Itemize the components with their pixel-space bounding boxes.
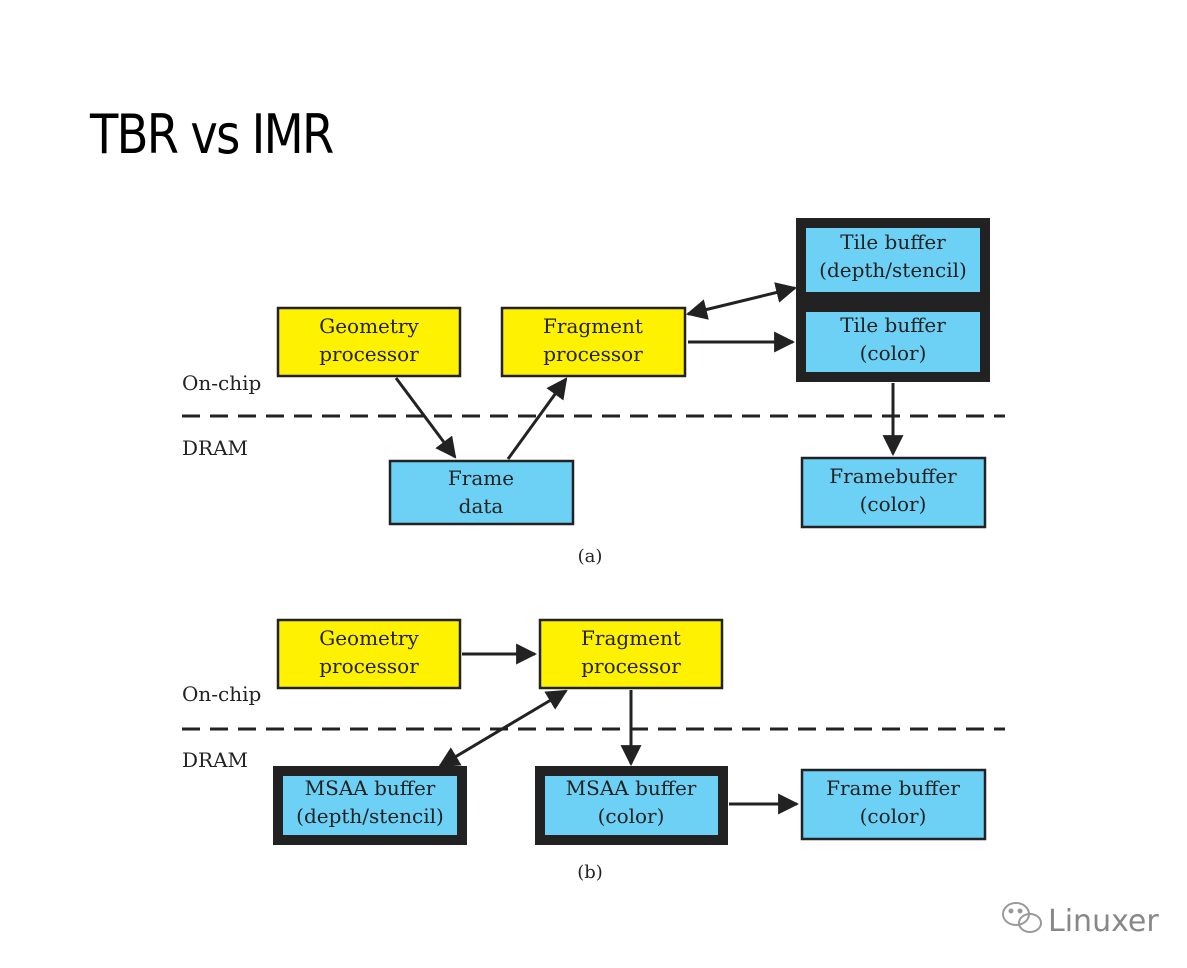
arrow-fragment-tile-depth [685, 282, 798, 320]
framebuffer-line2: (color) [860, 492, 927, 516]
arrow-geometry-to-frame-data [394, 377, 457, 459]
fragment-processor-b-line1: Fragment [581, 626, 681, 650]
msaa-depth-line2: (depth/stencil) [296, 804, 444, 828]
frame-data-line1: Frame [448, 466, 514, 490]
caption-a: (a) [578, 546, 603, 567]
frame-buffer-b-line2: (color) [860, 804, 927, 828]
geometry-processor-line2: processor [319, 342, 419, 366]
geometry-processor-box-a: Geometry processor [276, 306, 462, 378]
dram-label-a: DRAM [182, 436, 248, 460]
geometry-processor-b-line2: processor [319, 654, 419, 678]
geometry-processor-line1: Geometry [319, 314, 419, 338]
watermark: Linuxer [1002, 902, 1159, 939]
fragment-processor-line2: processor [543, 342, 643, 366]
framebuffer-box-a: Framebuffer (color) [800, 456, 987, 529]
frame-data-box: Frame data [388, 459, 575, 526]
wechat-icon [1002, 902, 1042, 933]
fragment-processor-b-line2: processor [581, 654, 681, 678]
msaa-color-box: MSAA buffer (color) [535, 766, 728, 845]
fragment-processor-line1: Fragment [543, 314, 643, 338]
arrow-frame-data-to-fragment [506, 377, 568, 460]
diagram-b: On-chip DRAM Geometry processor Fragment… [182, 618, 1005, 883]
fragment-processor-box-b: Fragment processor [538, 618, 724, 690]
msaa-depth-box: MSAA buffer (depth/stencil) [273, 766, 467, 845]
tile-buffer-color-line2: (color) [860, 341, 927, 365]
on-chip-label-a: On-chip [182, 371, 261, 395]
msaa-color-line1: MSAA buffer [566, 776, 697, 800]
tile-buffer-color-box: Tile buffer (color) [796, 302, 990, 382]
caption-b: (b) [577, 862, 603, 883]
geometry-processor-b-line1: Geometry [319, 626, 419, 650]
tile-buffer-color-line1: Tile buffer [840, 313, 946, 337]
msaa-depth-line1: MSAA buffer [305, 776, 436, 800]
arrow-fragment-msaa-depth [438, 689, 568, 768]
tile-buffer-depth-box: Tile buffer (depth/stencil) [796, 218, 990, 302]
diagram-a: On-chip DRAM Geometry processor Fragment… [182, 218, 1005, 567]
frame-buffer-box-b: Frame buffer (color) [800, 768, 987, 841]
tile-buffer-depth-line1: Tile buffer [840, 230, 946, 254]
on-chip-label-b: On-chip [182, 682, 261, 706]
msaa-color-line2: (color) [598, 804, 665, 828]
framebuffer-line1: Framebuffer [829, 464, 957, 488]
watermark-text: Linuxer [1048, 904, 1159, 939]
frame-data-line2: data [459, 494, 504, 518]
geometry-processor-box-b: Geometry processor [276, 618, 462, 690]
fragment-processor-box-a: Fragment processor [500, 306, 687, 378]
dram-label-b: DRAM [182, 748, 248, 772]
frame-buffer-b-line1: Frame buffer [826, 776, 960, 800]
tile-buffer-depth-line2: (depth/stencil) [819, 258, 967, 282]
page-title: TBR vs IMR [90, 103, 334, 166]
